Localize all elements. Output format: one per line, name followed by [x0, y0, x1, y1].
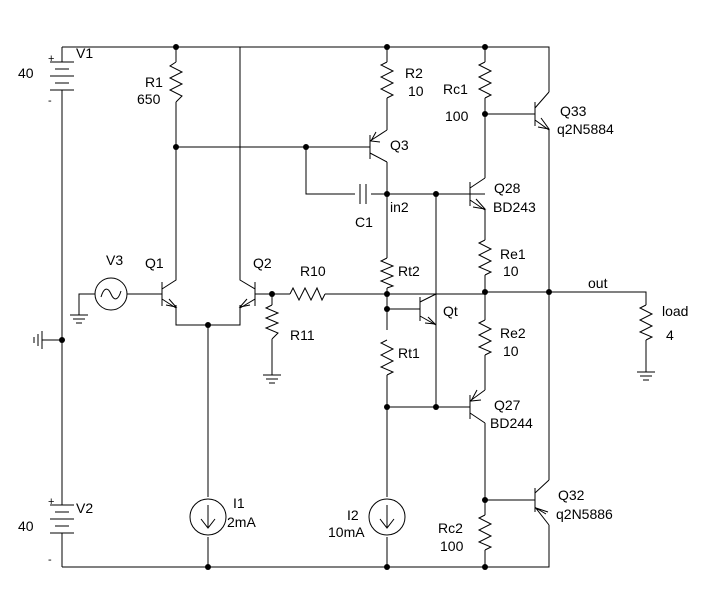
current-source-i2: I2 10mA — [328, 498, 406, 540]
junction-dot — [482, 111, 488, 117]
capacitor-c1: C1 — [355, 184, 373, 230]
q32-model: q2N5886 — [556, 506, 613, 522]
transistor-qt: Qt — [419, 293, 458, 326]
junction-dot — [59, 337, 65, 343]
re2-name: Re2 — [500, 325, 526, 341]
junction-dot — [269, 291, 275, 297]
resistor-r2: R2 10 — [379, 61, 424, 99]
junction-dot — [482, 289, 488, 295]
current-source-i1: I1 2mA — [189, 495, 256, 536]
net-label-out: out — [588, 275, 608, 291]
transistor-q33: Q33 q2N5884 — [534, 91, 614, 137]
resistor-rc2: Rc2 100 — [438, 514, 493, 554]
rc1-value: 100 — [445, 108, 469, 124]
v2-name: V2 — [76, 500, 93, 516]
resistor-r1: R1 650 — [137, 61, 184, 107]
transistor-q3: Q3 — [369, 129, 409, 163]
net-label-in2: in2 — [390, 199, 409, 215]
transistor-q28: Q28 BD243 — [469, 177, 536, 215]
re2-value: 10 — [503, 343, 519, 359]
rt1-name: Rt1 — [398, 345, 420, 361]
rc2-name: Rc2 — [438, 520, 463, 536]
resistor-re1: Re1 10 — [477, 239, 526, 279]
q33-name: Q33 — [560, 103, 587, 119]
i2-value: 10mA — [328, 524, 365, 540]
v2-minus: - — [48, 554, 52, 566]
junction-dot — [546, 289, 552, 295]
transistor-q32: Q32 q2N5886 — [534, 479, 613, 526]
r1-value: 650 — [137, 91, 161, 107]
resistor-rc1: Rc1 100 — [443, 61, 493, 124]
resistor-rt1: Rt1 — [379, 339, 420, 376]
junction-dot — [384, 404, 390, 410]
r1-name: R1 — [145, 74, 163, 90]
q27-model: BD244 — [490, 415, 533, 431]
junction-dot — [173, 44, 179, 50]
q3-name: Q3 — [390, 137, 409, 153]
v2-value: 40 — [18, 518, 34, 534]
junction-dot — [384, 306, 390, 312]
rc1-name: Rc1 — [443, 81, 468, 97]
junction-dot — [384, 191, 390, 197]
r10-name: R10 — [300, 263, 326, 279]
junction-dot — [205, 564, 211, 570]
transistor-q1: Q1 — [145, 255, 178, 309]
battery-v2: + - V2 40 — [18, 496, 93, 566]
battery-v1: + - V1 40 — [18, 45, 93, 107]
junction-dots — [59, 44, 552, 570]
ground-icon — [33, 331, 43, 349]
signal-source-v3: V3 — [94, 252, 128, 311]
i1-value: 2mA — [227, 514, 256, 530]
junction-dot — [384, 564, 390, 570]
q33-model: q2N5884 — [557, 121, 614, 137]
c1-name: C1 — [355, 214, 373, 230]
transistor-q27: Q27 BD244 — [469, 389, 533, 431]
resistor-rt2: Rt2 — [379, 257, 420, 289]
rt2-name: Rt2 — [398, 263, 420, 279]
junction-dot — [303, 144, 309, 150]
junction-dot — [482, 497, 488, 503]
load-value: 4 — [666, 327, 674, 343]
v3-name: V3 — [106, 252, 123, 268]
re1-name: Re1 — [500, 246, 526, 262]
junction-dot — [433, 191, 439, 197]
rc2-value: 100 — [440, 538, 464, 554]
junction-dot — [433, 404, 439, 410]
qt-name: Qt — [443, 303, 458, 319]
resistor-load: load 4 — [638, 303, 688, 343]
junction-dot — [173, 144, 179, 150]
q28-name: Q28 — [494, 180, 521, 196]
junction-dot — [384, 44, 390, 50]
wires — [42, 46, 647, 568]
resistor-r10: R10 — [289, 263, 326, 302]
junction-dot — [384, 291, 390, 297]
q2-name: Q2 — [253, 255, 272, 271]
q28-model: BD243 — [493, 199, 536, 215]
v1-name: V1 — [76, 45, 93, 61]
r2-name: R2 — [405, 65, 423, 81]
v1-plus: + — [48, 53, 54, 65]
junction-dot — [482, 564, 488, 570]
v1-value: 40 — [18, 65, 34, 81]
q32-name: Q32 — [558, 487, 585, 503]
q27-name: Q27 — [494, 397, 521, 413]
ground-icon — [263, 374, 281, 384]
v1-minus: - — [48, 95, 52, 107]
i2-name: I2 — [347, 507, 359, 523]
resistor-r11: R11 — [264, 304, 315, 343]
resistor-re2: Re2 10 — [477, 319, 526, 359]
re1-value: 10 — [503, 263, 519, 279]
r11-name: R11 — [290, 327, 315, 343]
ground-icon — [637, 371, 655, 381]
junction-dot — [205, 322, 211, 328]
junction-dot — [482, 44, 488, 50]
i1-name: I1 — [233, 495, 245, 511]
q1-name: Q1 — [145, 255, 164, 271]
v2-plus: + — [48, 496, 54, 508]
load-name: load — [662, 303, 688, 319]
r2-value: 10 — [408, 83, 424, 99]
transistor-q2: Q2 — [238, 255, 272, 309]
ground-icon — [70, 314, 88, 324]
